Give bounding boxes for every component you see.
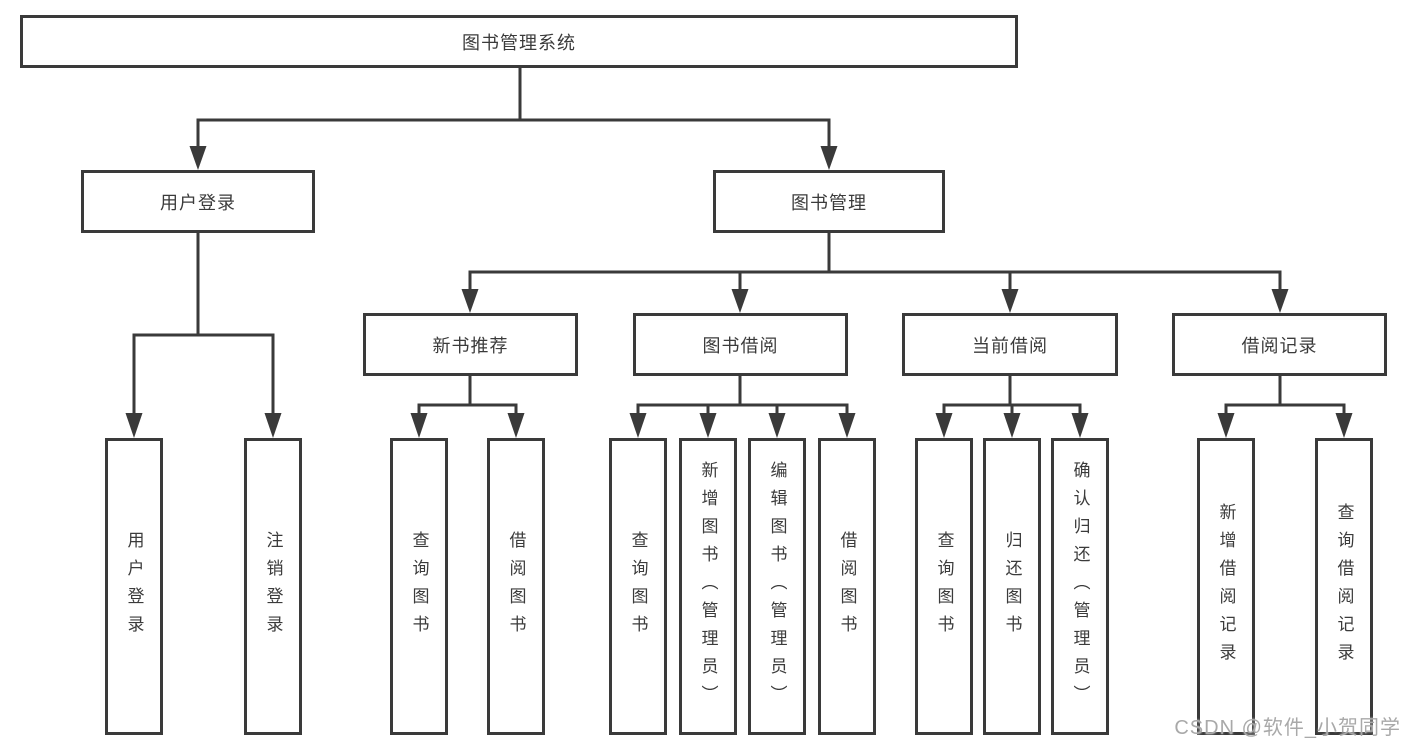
leaf-query-books-recommend: 查询图书 <box>390 438 448 735</box>
connector-user-login <box>125 233 282 438</box>
leaf-borrow-books: 借阅图书 <box>818 438 876 735</box>
node-borrow-records: 借阅记录 <box>1172 313 1387 376</box>
connector-book-management <box>461 233 1289 313</box>
leaf-add-borrow-record: 新增借阅记录 <box>1197 438 1255 735</box>
connector-borrow-records <box>1217 376 1353 438</box>
arrowhead <box>1335 413 1353 438</box>
leaf-edit-book-admin: 编辑图书（管理员） <box>748 438 806 735</box>
leaf-borrow-books-recommend: 借阅图书 <box>487 438 545 735</box>
node-label: 查询图书 <box>409 530 429 643</box>
node-label: 查询图书 <box>628 530 648 643</box>
leaf-query-books-current: 查询图书 <box>915 438 973 735</box>
arrowhead <box>125 413 143 438</box>
node-root: 图书管理系统 <box>20 15 1018 68</box>
arrowhead <box>1217 413 1235 438</box>
arrowhead <box>699 413 717 438</box>
arrowhead <box>410 413 428 438</box>
node-label: 借阅图书 <box>837 530 857 643</box>
arrowhead <box>189 146 207 170</box>
leaf-user-login: 用户登录 <box>105 438 163 735</box>
arrowhead <box>264 413 282 438</box>
node-label: 确认归还（管理员） <box>1070 460 1090 713</box>
node-user-login: 用户登录 <box>81 170 315 233</box>
node-label: 用户登录 <box>124 530 144 643</box>
connector-current-borrowing <box>935 376 1089 438</box>
arrowhead <box>507 413 525 438</box>
node-book-borrowing: 图书借阅 <box>633 313 848 376</box>
arrowhead <box>1271 289 1289 313</box>
leaf-query-borrow-record: 查询借阅记录 <box>1315 438 1373 735</box>
node-label: 查询借阅记录 <box>1334 502 1354 671</box>
watermark: CSDN @软件_小贺同学 <box>1174 717 1401 739</box>
node-label: 查询图书 <box>934 530 954 643</box>
leaf-return-books: 归还图书 <box>983 438 1041 735</box>
node-label: 图书管理 <box>791 192 867 213</box>
node-label: 图书借阅 <box>702 335 779 356</box>
arrowhead <box>731 289 749 313</box>
node-label: 新增图书（管理员） <box>698 460 718 713</box>
node-book-management: 图书管理 <box>713 170 945 233</box>
node-label: 图书管理系统 <box>462 32 576 53</box>
node-label: 借阅图书 <box>506 530 526 643</box>
arrowhead <box>838 413 856 438</box>
node-label: 归还图书 <box>1002 530 1022 643</box>
node-label: 用户登录 <box>160 192 236 213</box>
arrowhead <box>1001 289 1019 313</box>
leaf-query-books-borrowing: 查询图书 <box>609 438 667 735</box>
arrowhead <box>1003 413 1021 438</box>
node-label: 编辑图书（管理员） <box>767 460 787 713</box>
leaf-logout: 注销登录 <box>244 438 302 735</box>
node-label: 新书推荐 <box>432 335 509 356</box>
arrowhead <box>935 413 953 438</box>
arrowhead <box>1071 413 1089 438</box>
arrowhead <box>461 289 479 313</box>
leaf-confirm-return-admin: 确认归还（管理员） <box>1051 438 1109 735</box>
connector-new-book-recommend <box>410 376 525 438</box>
arrowhead <box>820 146 838 170</box>
leaf-add-book-admin: 新增图书（管理员） <box>679 438 737 735</box>
node-label: 当前借阅 <box>972 335 1048 356</box>
node-label: 注销登录 <box>263 530 283 643</box>
arrowhead <box>768 413 786 438</box>
connector-book-borrowing <box>629 376 856 438</box>
node-label: 借阅记录 <box>1241 335 1318 356</box>
arrowhead <box>629 413 647 438</box>
node-label: 新增借阅记录 <box>1216 502 1236 671</box>
node-current-borrowing: 当前借阅 <box>902 313 1118 376</box>
connector-root <box>189 68 838 170</box>
node-new-book-recommend: 新书推荐 <box>363 313 578 376</box>
